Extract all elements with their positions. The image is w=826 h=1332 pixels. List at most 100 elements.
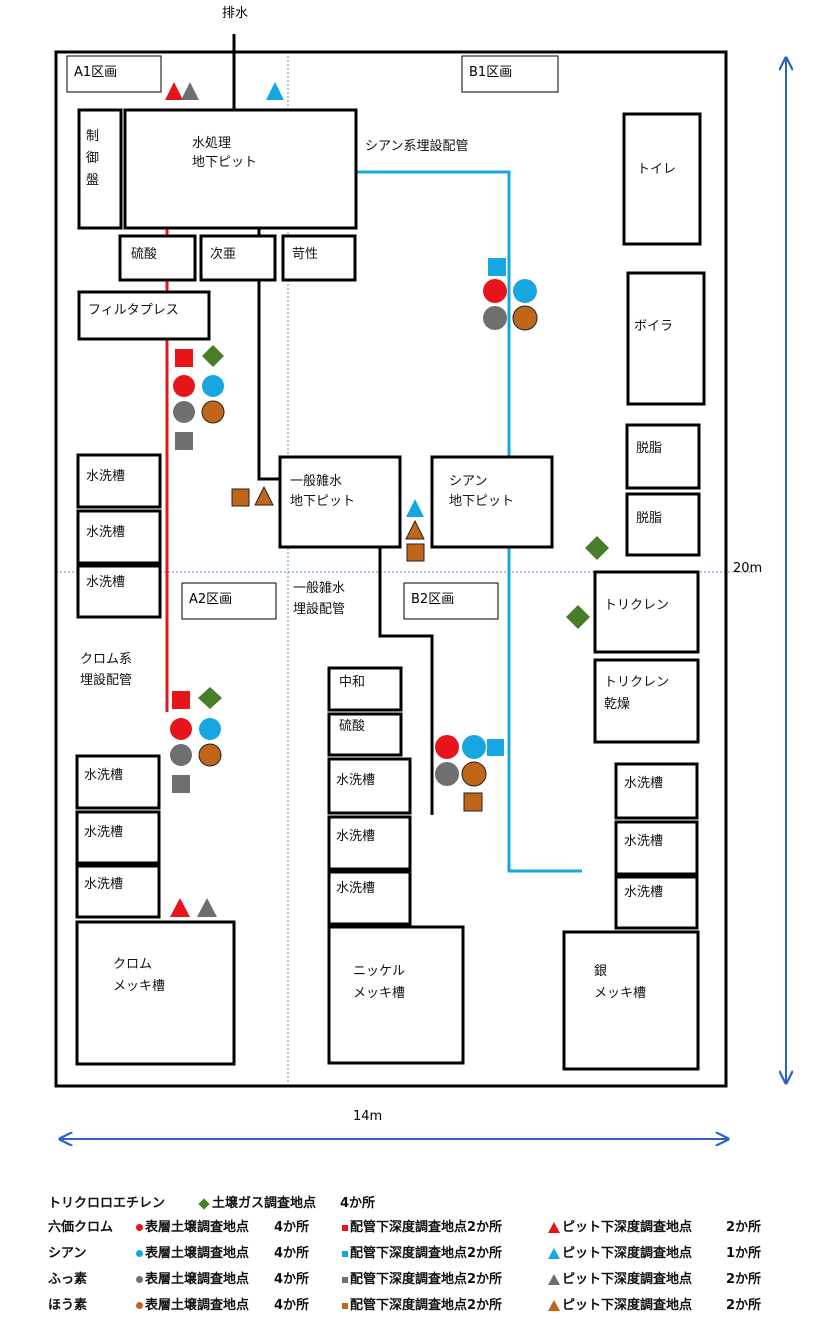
legend-chem-name: ほう素 (48, 1298, 88, 1313)
legend-pit-label: ピット下深度調査地点 (562, 1220, 693, 1235)
height-dimension-label: 20m (733, 561, 762, 576)
legend-surface-label: 表層土壌調査地点 (145, 1246, 250, 1261)
legend-chem-name: シアン (48, 1246, 87, 1261)
legend-pipe-item: 配管下深度調査地点2か所 (342, 1294, 502, 1313)
legend-pipe-item: 配管下深度調査地点2か所 (342, 1242, 502, 1261)
cyan-pit-marker (266, 82, 284, 100)
room-label-boiler: ボイラ (634, 319, 673, 334)
surface-dot-icon (136, 1302, 143, 1309)
room-label-wash-a2: 水洗槽 (86, 525, 125, 540)
legend-pipe-item: 配管下深度調査地点2か所 (342, 1268, 502, 1287)
pit-triangle-icon (548, 1274, 560, 1285)
room-label-trichlene: トリクレン (604, 598, 669, 613)
legend-surface-count: 4か所 (274, 1298, 310, 1313)
room-label-toilet: トイレ (637, 162, 676, 177)
gas-marker (202, 345, 224, 367)
boron-pit-marker (405, 519, 425, 540)
rooms (75, 108, 706, 1071)
legend-pit-count: 2か所 (726, 1298, 762, 1313)
pit-triangle-icon (548, 1222, 560, 1233)
pit-triangle-icon (548, 1300, 560, 1311)
drain-label: 排水 (222, 6, 248, 21)
legend-pit-count: 1か所 (726, 1246, 762, 1261)
room-label-neutral: 中和 (339, 675, 365, 690)
legend-surface-item: 表層土壌調査地点 (136, 1294, 249, 1313)
room-label-wash-c2: 水洗槽 (336, 829, 375, 844)
legend-surface-count: 4か所 (274, 1246, 310, 1261)
area-label-a2: A2区画 (189, 592, 232, 607)
room-label-wash-b3: 水洗槽 (84, 877, 123, 892)
room-label-cyan-pit: シアン地下ピット (449, 474, 514, 509)
room-label-degrease-1: 脱脂 (636, 441, 662, 456)
chrome-surface-marker (170, 718, 192, 740)
chrome-surface-marker (435, 735, 459, 759)
room-label-hypochlorite: 次亜 (210, 246, 236, 262)
cyan-surface-marker (462, 735, 486, 759)
legend-surface-label: 表層土壌調査地点 (145, 1272, 250, 1287)
legend-pit-count: 2か所 (726, 1272, 762, 1287)
legend-pipe-item: 配管下深度調査地点2か所 (342, 1216, 502, 1235)
room-label-wash-b2: 水洗槽 (84, 825, 123, 840)
room-label-wash-c1: 水洗槽 (336, 773, 375, 788)
room-label-sulfuric-1: 硫酸 (131, 247, 157, 262)
chrome-pipe-marker (172, 691, 190, 709)
area-labels (66, 55, 559, 620)
room-label-control-panel: 制御盤 (86, 129, 99, 188)
pit-triangle-icon (548, 1248, 560, 1259)
surface-dot-icon (136, 1224, 143, 1231)
room-label-general-pit: 一般雑水地下ピット (290, 473, 355, 509)
pipe-square-icon (342, 1276, 348, 1283)
legend-surface-label: 表層土壌調査地点 (145, 1298, 250, 1313)
general-pipe (257, 228, 434, 815)
chrome-pipe-marker (175, 349, 193, 367)
boron-surface-marker (461, 761, 487, 787)
room-label-wash-c3: 水洗槽 (336, 881, 375, 896)
cyan-surface-marker (202, 375, 224, 397)
legend-surface-item: 表層土壌調査地点 (136, 1268, 249, 1287)
room-label-wash-d3: 水洗槽 (624, 885, 663, 900)
chrome-surface-marker (483, 279, 507, 303)
legend-chem-name: トリクロロエチレン (48, 1196, 166, 1211)
gas-marker (585, 536, 609, 560)
legend-row-gas: トリクロロエチレン 土壌ガス調査地点 4か所 (0, 1192, 826, 1214)
fluorine-surface-marker (483, 306, 507, 330)
room-label-wash-b1: 水洗槽 (84, 768, 123, 783)
room-label-caustic: 苛性 (292, 247, 318, 262)
room-label-wash-d2: 水洗槽 (624, 834, 663, 849)
chrome-pit-marker (165, 82, 183, 100)
room-label-water-treatment: 水処理地下ピット (192, 136, 257, 170)
room-label-nickel-tank: ニッケルメッキ槽 (353, 964, 405, 1001)
area-label-a1: A1区画 (74, 65, 117, 80)
cyan-pipe-marker (488, 258, 506, 276)
room-label-chrome-tank: クロムメッキ槽 (113, 957, 165, 994)
legend-gas-label: 土壌ガス調査地点 (212, 1196, 317, 1211)
fluorine-pipe-marker (175, 432, 193, 450)
legend-pipe-label: 配管下深度調査地点2か所 (350, 1298, 503, 1313)
fluorine-surface-marker (435, 762, 459, 786)
pipe-square-icon (342, 1250, 348, 1257)
boron-surface-marker (512, 305, 538, 331)
boron-pit-marker (254, 485, 274, 506)
legend-surface-count: 4か所 (274, 1220, 310, 1235)
chrome-surface-marker (173, 375, 195, 397)
width-dimension-label: 14m (353, 1109, 382, 1124)
cyan-pipe-marker (487, 739, 504, 756)
area-label-b2: B2区画 (411, 592, 454, 607)
site-boundary (54, 50, 728, 1088)
fluorine-pit-marker (197, 898, 217, 917)
pipe-label-cyan: シアン系埋設配管 (365, 138, 468, 154)
legend-row: シアン 表層土壌調査地点 4か所 配管下深度調査地点2か所 ピット下深度調査地点 1か所 (0, 1242, 826, 1264)
room-label-trichlene-dry: トリクレン乾燥 (604, 675, 669, 712)
room-label-degrease-2: 脱脂 (636, 511, 662, 526)
legend-surface-count: 4か所 (274, 1272, 310, 1287)
room-label-wash-d1: 水洗槽 (624, 776, 663, 791)
boron-surface-marker (201, 400, 225, 424)
legend-surface-item: 表層土壌調査地点 (136, 1242, 249, 1261)
legend-pit-item: ピット下深度調査地点 (548, 1216, 692, 1235)
legend-pit-label: ピット下深度調査地点 (562, 1246, 693, 1261)
room-label-wash-a1: 水洗槽 (86, 469, 125, 484)
legend-surface-label: 表層土壌調査地点 (145, 1220, 250, 1235)
boron-surface-marker (198, 743, 222, 767)
